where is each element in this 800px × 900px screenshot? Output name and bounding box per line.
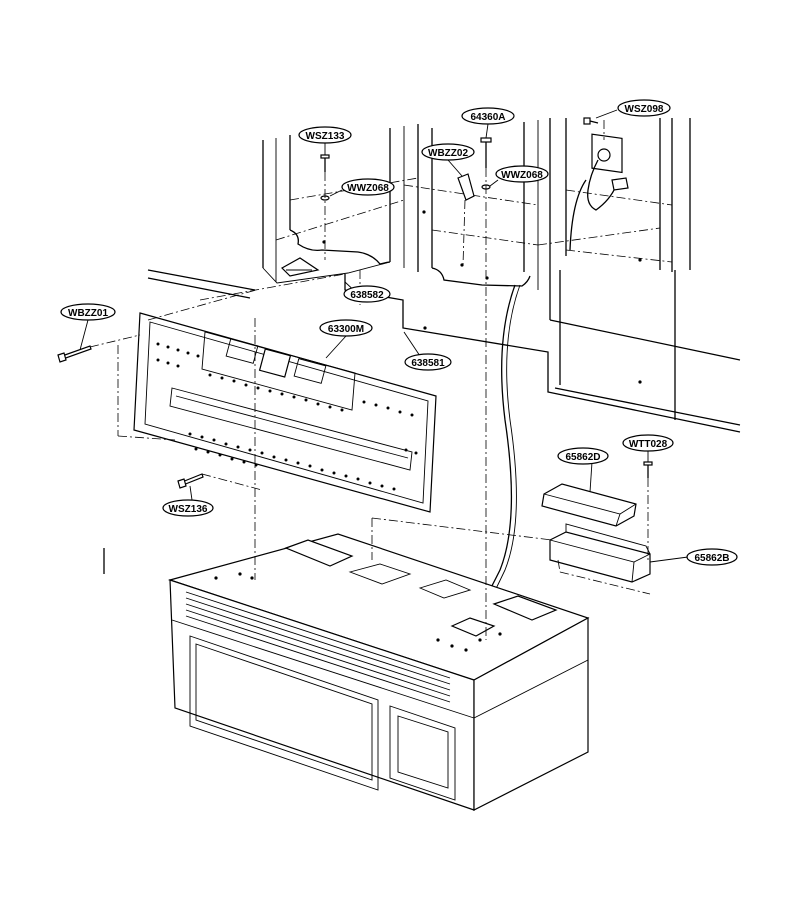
label-wsz136: WSZ136 bbox=[162, 499, 214, 517]
svg-text:WSZ133: WSZ133 bbox=[306, 131, 345, 142]
bolt-64360a bbox=[480, 137, 492, 168]
label-wbzz01: WBZZ01 bbox=[60, 303, 116, 321]
svg-text:638582: 638582 bbox=[350, 290, 384, 301]
svg-text:64360A: 64360A bbox=[470, 112, 505, 123]
label-65862d: 65862D bbox=[557, 447, 609, 465]
plate-hole-pattern bbox=[156, 342, 418, 491]
assembly-guides bbox=[89, 120, 651, 640]
svg-text:WSZ098: WSZ098 bbox=[625, 104, 664, 115]
svg-text:WBZZ02: WBZZ02 bbox=[428, 148, 468, 159]
label-65862b: 65862B bbox=[686, 548, 738, 566]
label-638581: 638581 bbox=[404, 353, 452, 371]
mounting-plate bbox=[133, 312, 437, 513]
toggle-bolt-wbzz02 bbox=[457, 173, 475, 201]
label-638582: 638582 bbox=[343, 285, 391, 303]
svg-text:WWZ068: WWZ068 bbox=[347, 183, 389, 194]
screw-wsz133 bbox=[320, 154, 330, 172]
label-wsz133: WSZ133 bbox=[298, 126, 352, 144]
microwave-oven bbox=[167, 533, 590, 811]
damper-65862d bbox=[541, 483, 637, 527]
label-wbzz02: WBZZ02 bbox=[421, 143, 475, 161]
screw-wtt028 bbox=[643, 461, 653, 478]
upper-cabinets bbox=[147, 118, 741, 433]
svg-text:WTT028: WTT028 bbox=[629, 439, 668, 450]
bolt-wbzz01 bbox=[57, 345, 92, 363]
label-wwz068-left: WWZ068 bbox=[341, 178, 395, 196]
svg-text:63300M: 63300M bbox=[328, 324, 364, 335]
label-wwz068-right: WWZ068 bbox=[495, 165, 549, 183]
label-wtt028: WTT028 bbox=[622, 434, 674, 452]
svg-text:WBZZ01: WBZZ01 bbox=[68, 308, 108, 319]
svg-text:WSZ136: WSZ136 bbox=[169, 504, 208, 515]
label-wsz098: WSZ098 bbox=[617, 99, 671, 117]
screw-wsz098 bbox=[583, 117, 599, 125]
screw-wsz136 bbox=[177, 473, 204, 489]
label-64360a: 64360A bbox=[461, 107, 515, 125]
vent-grille bbox=[185, 591, 451, 703]
svg-text:638581: 638581 bbox=[411, 358, 445, 369]
svg-text:65862B: 65862B bbox=[694, 553, 729, 564]
svg-text:65862D: 65862D bbox=[565, 452, 600, 463]
power-outlet bbox=[587, 133, 629, 211]
svg-text:WWZ068: WWZ068 bbox=[501, 170, 543, 181]
label-63300m: 63300M bbox=[319, 319, 373, 337]
